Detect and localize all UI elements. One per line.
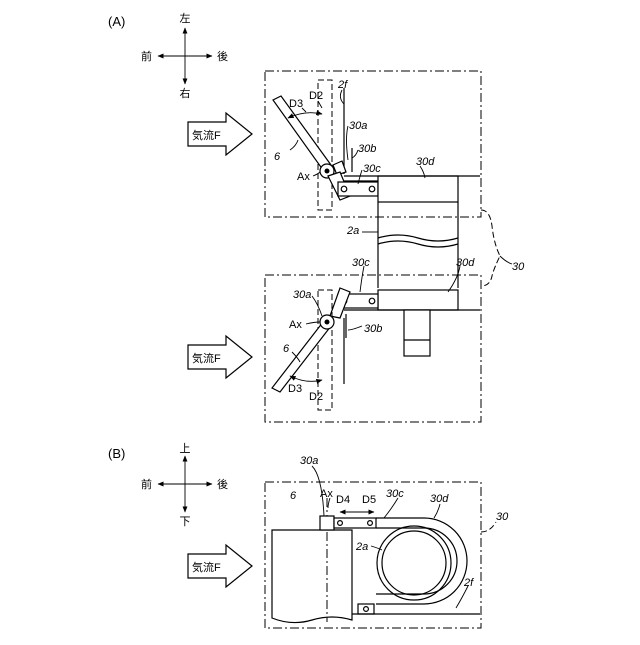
- link-pin-2-bottom: [369, 298, 375, 304]
- assembly-30-bracket: [481, 210, 500, 286]
- band-30d-bottom: [378, 290, 458, 310]
- label-2f-top: 2f: [337, 79, 348, 91]
- pipe-2a-inner: [382, 531, 446, 595]
- label-30d-b: 30d: [430, 493, 449, 505]
- label-30a-b: 30a: [300, 455, 318, 467]
- label-d2-top: D2: [309, 90, 323, 102]
- label-30a-top: 30a: [349, 120, 367, 132]
- figure-b-detail: 気流F 30a Ax D4 D5 3: [188, 455, 509, 628]
- label-ax-bottom: Ax: [289, 319, 302, 331]
- leader-30a-top: [347, 126, 349, 160]
- leader-d2-top: [318, 101, 322, 108]
- pipe-2a-outer: [377, 526, 451, 600]
- label-2a: 2a: [346, 225, 359, 237]
- compass-a-left: 前: [141, 49, 152, 63]
- leader-30c-bottom: [360, 266, 364, 292]
- label-6-b: 6: [290, 490, 297, 502]
- top-detail: 気流F D3 D2 2f: [188, 71, 481, 217]
- angle-d3-arc-bottom: [290, 376, 322, 381]
- pivot-ax-center-bottom: [325, 320, 330, 325]
- bottom-detail: 30c 30d 30a Ax 30b 6 D3 D2 気流F: [188, 257, 481, 422]
- label-30d-top: 30d: [416, 156, 435, 168]
- label-30c-bottom: 30c: [352, 257, 370, 269]
- leader-30d-b: [434, 504, 440, 518]
- block-30a-b: [320, 516, 334, 530]
- compass-b-down: 下: [180, 516, 191, 528]
- compass-a: 左 右 前 後: [141, 12, 228, 100]
- label-30-b: 30: [496, 511, 509, 523]
- label-ax-top: Ax: [297, 171, 310, 183]
- label-30b-bottom: 30b: [364, 323, 382, 335]
- compass-b-right: 後: [217, 477, 228, 491]
- label-30d-bottom: 30d: [456, 257, 475, 269]
- pipe-2a-break-1: [378, 235, 458, 241]
- flap-6-bottom: [272, 322, 331, 392]
- label-30c-top: 30c: [363, 163, 381, 175]
- link-pin-2-b: [368, 521, 373, 526]
- compass-b-left: 前: [141, 477, 152, 491]
- compass-a-down: 右: [180, 86, 191, 100]
- bottom-pin-b: [364, 607, 369, 612]
- label-30c-b: 30c: [386, 488, 404, 500]
- compass-b: 上 下 前 後: [141, 442, 228, 528]
- label-d5: D5: [362, 494, 376, 506]
- link-pin-2-top: [369, 186, 375, 192]
- pivot-ax-center-top: [325, 169, 330, 174]
- label-30: 30: [512, 261, 525, 273]
- airflow-label-bottom: 気流F: [192, 351, 221, 365]
- figure-b-label: (B): [108, 446, 125, 461]
- airflow-label-top: 気流F: [192, 128, 221, 142]
- label-d4: D4: [336, 494, 350, 506]
- label-d2-bottom: D2: [309, 391, 323, 403]
- label-30b-top: 30b: [358, 143, 376, 155]
- leader-30b-bottom: [348, 326, 362, 330]
- pipe-2a-break-2: [378, 241, 458, 247]
- leader-2f-b: [456, 586, 468, 608]
- leader-30a-bottom: [312, 296, 322, 316]
- label-2f-b: 2f: [463, 577, 474, 589]
- leader-30c-b: [384, 498, 398, 518]
- label-6-bottom: 6: [283, 343, 290, 355]
- flap-6-side: [272, 530, 352, 623]
- leader-6-top: [290, 140, 298, 150]
- link-pin-1-top: [341, 186, 347, 192]
- label-ax-b: Ax: [320, 488, 333, 500]
- label-d3-top: D3: [289, 98, 303, 110]
- label-d3-bottom: D3: [288, 383, 302, 395]
- link-pin-1-b: [338, 521, 343, 526]
- compass-a-up: 左: [180, 12, 191, 25]
- compass-a-right: 後: [217, 49, 228, 63]
- leader-30-b: [481, 522, 496, 532]
- leader-ax-top: [313, 172, 320, 176]
- band-30d-top: [378, 176, 458, 202]
- support-post: [404, 310, 430, 356]
- label-2a-b: 2a: [355, 541, 368, 553]
- assembly-30-callout: 30: [481, 210, 525, 286]
- leader-30: [500, 256, 512, 264]
- label-6-top: 6: [274, 151, 281, 163]
- label-30a-bottom: 30a: [293, 289, 311, 301]
- airflow-label-b: 気流F: [192, 560, 221, 574]
- compass-b-up: 上: [180, 442, 191, 455]
- figure-a-label: (A): [108, 14, 125, 29]
